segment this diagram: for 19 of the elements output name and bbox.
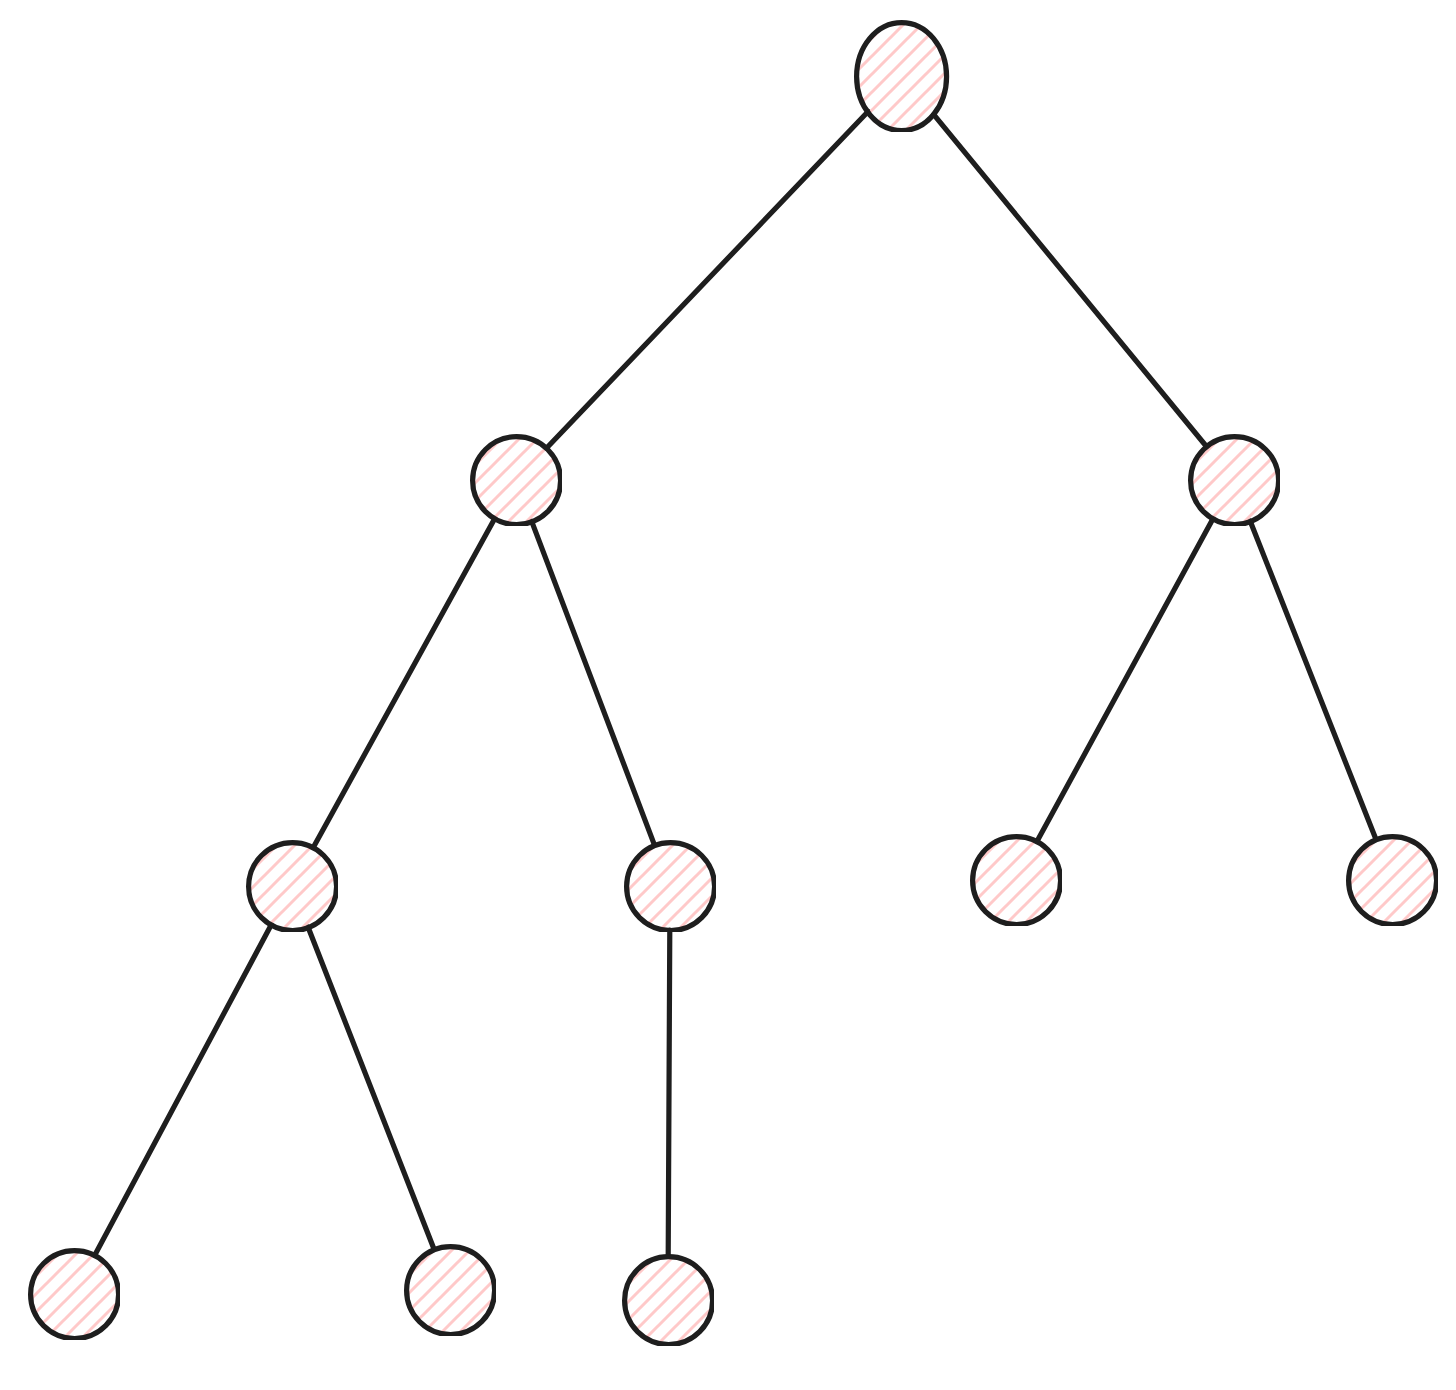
connector-line — [931, 111, 1209, 449]
circle-node — [854, 19, 950, 133]
connector-line — [665, 927, 673, 1259]
circle-node — [27, 1247, 121, 1341]
connector-line — [310, 515, 498, 851]
connector-line — [1247, 518, 1379, 842]
connector-line — [529, 518, 657, 848]
circle-node — [621, 1253, 715, 1347]
circle-node — [969, 833, 1063, 927]
circle-node — [245, 839, 339, 933]
circle-node — [1345, 833, 1439, 927]
circle-node — [403, 1243, 497, 1337]
connector-line — [1034, 516, 1216, 844]
circle-node — [469, 433, 563, 527]
circle-node — [1187, 433, 1281, 527]
circle-node — [623, 839, 717, 933]
connector-line — [92, 922, 274, 1258]
connector-line — [543, 108, 871, 451]
connector-line — [305, 924, 437, 1252]
